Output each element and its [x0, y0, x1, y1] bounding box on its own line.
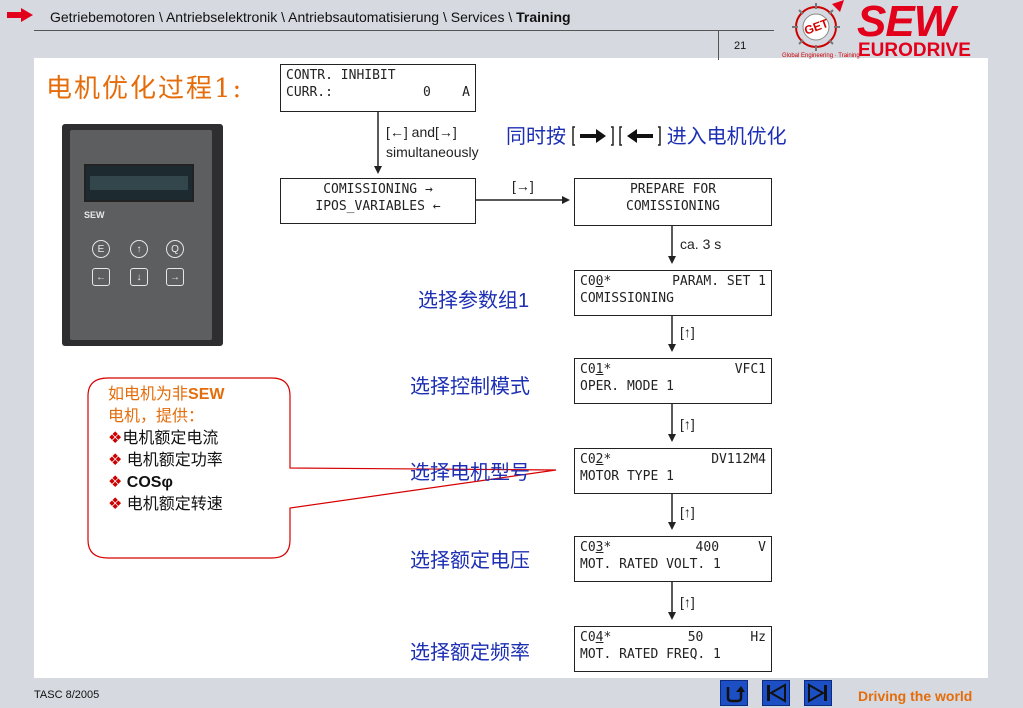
label-motor-type: 选择电机型号 — [410, 462, 530, 484]
nav-next-button[interactable] — [804, 680, 832, 706]
keypad-photo: SEW E ↑ Q ← ↓ → — [62, 124, 223, 346]
keypad-right-key: → — [166, 268, 184, 286]
display-c01-value: VFC1 — [734, 362, 766, 377]
keypad-left-key: ← — [92, 268, 110, 286]
display-comissioning-line2: IPOS_VARIABLES ← — [315, 199, 441, 214]
note-wait: ca. 3 s — [680, 236, 722, 252]
label-param-set: 选择参数组1 — [418, 290, 530, 312]
note-up-key-4: [↑] — [680, 594, 695, 610]
label-rated-voltage: 选择额定电压 — [410, 550, 530, 572]
keypad-e-key: E — [92, 240, 110, 258]
keypad-panel: SEW E ↑ Q ← ↓ → — [70, 130, 212, 340]
keypad-display — [84, 164, 194, 202]
display-c03-code: C03* — [580, 540, 612, 555]
nav-previous-button[interactable] — [762, 680, 790, 706]
note-keys-both-line1: [←] and[→] — [386, 124, 457, 140]
display-inhibit-line1: CONTR. INHIBIT — [286, 68, 396, 83]
breadcrumb: Getriebemotoren \ Antriebselektronik \ A… — [50, 9, 571, 25]
display-c04-line2: MOT. RATED FREQ. 1 — [580, 647, 721, 662]
breadcrumb-current: Training — [516, 9, 571, 25]
footer-course-code: TASC 8/2005 — [34, 689, 100, 701]
label-rated-frequency: 选择额定频率 — [410, 642, 530, 664]
display-c03-value: 400 V — [695, 540, 766, 555]
display-inhibit-curr-value: 0 A — [423, 85, 470, 100]
note-right-key: [→] — [512, 178, 534, 194]
display-c02-code: C02* — [580, 452, 612, 467]
note-up-key-1: [↑] — [680, 324, 695, 340]
sew-brand-logo: SEW — [857, 0, 955, 46]
note-keys-both-line2: simultaneously — [386, 144, 479, 160]
get-logo-caption: Global Engineering · Training — [782, 53, 860, 59]
display-c03: C03* 400 V MOT. RATED VOLT. 1 — [574, 536, 772, 582]
display-c02: C02* DV112M4 MOTOR TYPE 1 — [574, 448, 772, 494]
display-c01-code: C01* — [580, 362, 612, 377]
left-arrow-key-icon — [619, 126, 661, 146]
callout-heading-2: 电机，提供： — [108, 408, 205, 425]
page-number: 21 — [734, 40, 747, 52]
footer-slogan: Driving the world — [858, 688, 973, 704]
nav-return-button[interactable] — [720, 680, 748, 706]
display-prepare: PREPARE FOR COMISSIONING — [574, 178, 772, 226]
header-divider — [34, 30, 774, 31]
eurodrive-brand-logo: EURODRIVE — [858, 40, 971, 61]
label-control-mode: 选择控制模式 — [410, 376, 530, 398]
callout-item: ❖电机额定电流 — [108, 430, 219, 447]
display-c01: C01* VFC1 OPER. MODE 1 — [574, 358, 772, 404]
callout-item: ❖ COSφ — [108, 474, 173, 491]
header-vertical-divider — [718, 30, 719, 60]
note-up-key-3: [↑] — [680, 504, 695, 520]
display-c04-code: C04* — [580, 630, 612, 645]
display-comissioning-line1: COMISSIONING → — [323, 182, 433, 197]
display-comissioning-menu: COMISSIONING → IPOS_VARIABLES ← — [280, 178, 476, 224]
callout-heading-1: 如电机为非SEW — [108, 386, 225, 403]
display-inhibit-curr-label: CURR.: — [286, 85, 333, 100]
display-c02-line2: MOTOR TYPE 1 — [580, 469, 674, 484]
keypad-brand: SEW — [84, 210, 105, 220]
keypad-down-key: ↓ — [130, 268, 148, 286]
keypad-q-key: Q — [166, 240, 184, 258]
return-icon — [726, 686, 745, 703]
slide-title: 电机优化过程1: — [46, 74, 244, 104]
label-simultaneous: 同时按 进入电机优化 — [506, 126, 787, 148]
callout-item: ❖ 电机额定功率 — [108, 452, 223, 469]
display-c00-code: C00* — [580, 274, 612, 289]
right-arrow-key-icon — [571, 126, 614, 146]
display-prepare-line2: COMISSIONING — [626, 199, 720, 214]
display-c00-value: PARAM. SET 1 — [672, 274, 766, 289]
display-c04: C04* 50 Hz MOT. RATED FREQ. 1 — [574, 626, 772, 672]
display-prepare-line1: PREPARE FOR — [629, 182, 717, 197]
display-c00-line2: COMISSIONING — [580, 291, 674, 306]
display-c00: C00* PARAM. SET 1 COMISSIONING — [574, 270, 772, 316]
display-c03-line2: MOT. RATED VOLT. 1 — [580, 557, 721, 572]
display-c02-value: DV112M4 — [711, 452, 766, 467]
note-up-key-2: [↑] — [680, 416, 695, 432]
callout-item: ❖ 电机额定转速 — [108, 496, 223, 513]
get-training-logo-icon: GET — [792, 0, 844, 51]
display-contr-inhibit: CONTR. INHIBIT CURR.: 0 A — [280, 64, 476, 112]
display-c01-line2: OPER. MODE 1 — [580, 379, 674, 394]
display-c04-value: 50 Hz — [687, 630, 766, 645]
header-arrow-icon — [7, 8, 33, 22]
breadcrumb-path: Getriebemotoren \ Antriebselektronik \ A… — [50, 9, 517, 25]
previous-slide-icon — [767, 683, 786, 703]
callout-non-sew-motor: 如电机为非SEW 电机，提供： ❖电机额定电流 ❖ 电机额定功率 ❖ COSφ … — [108, 384, 224, 516]
next-slide-icon — [808, 683, 827, 703]
keypad-up-key: ↑ — [130, 240, 148, 258]
